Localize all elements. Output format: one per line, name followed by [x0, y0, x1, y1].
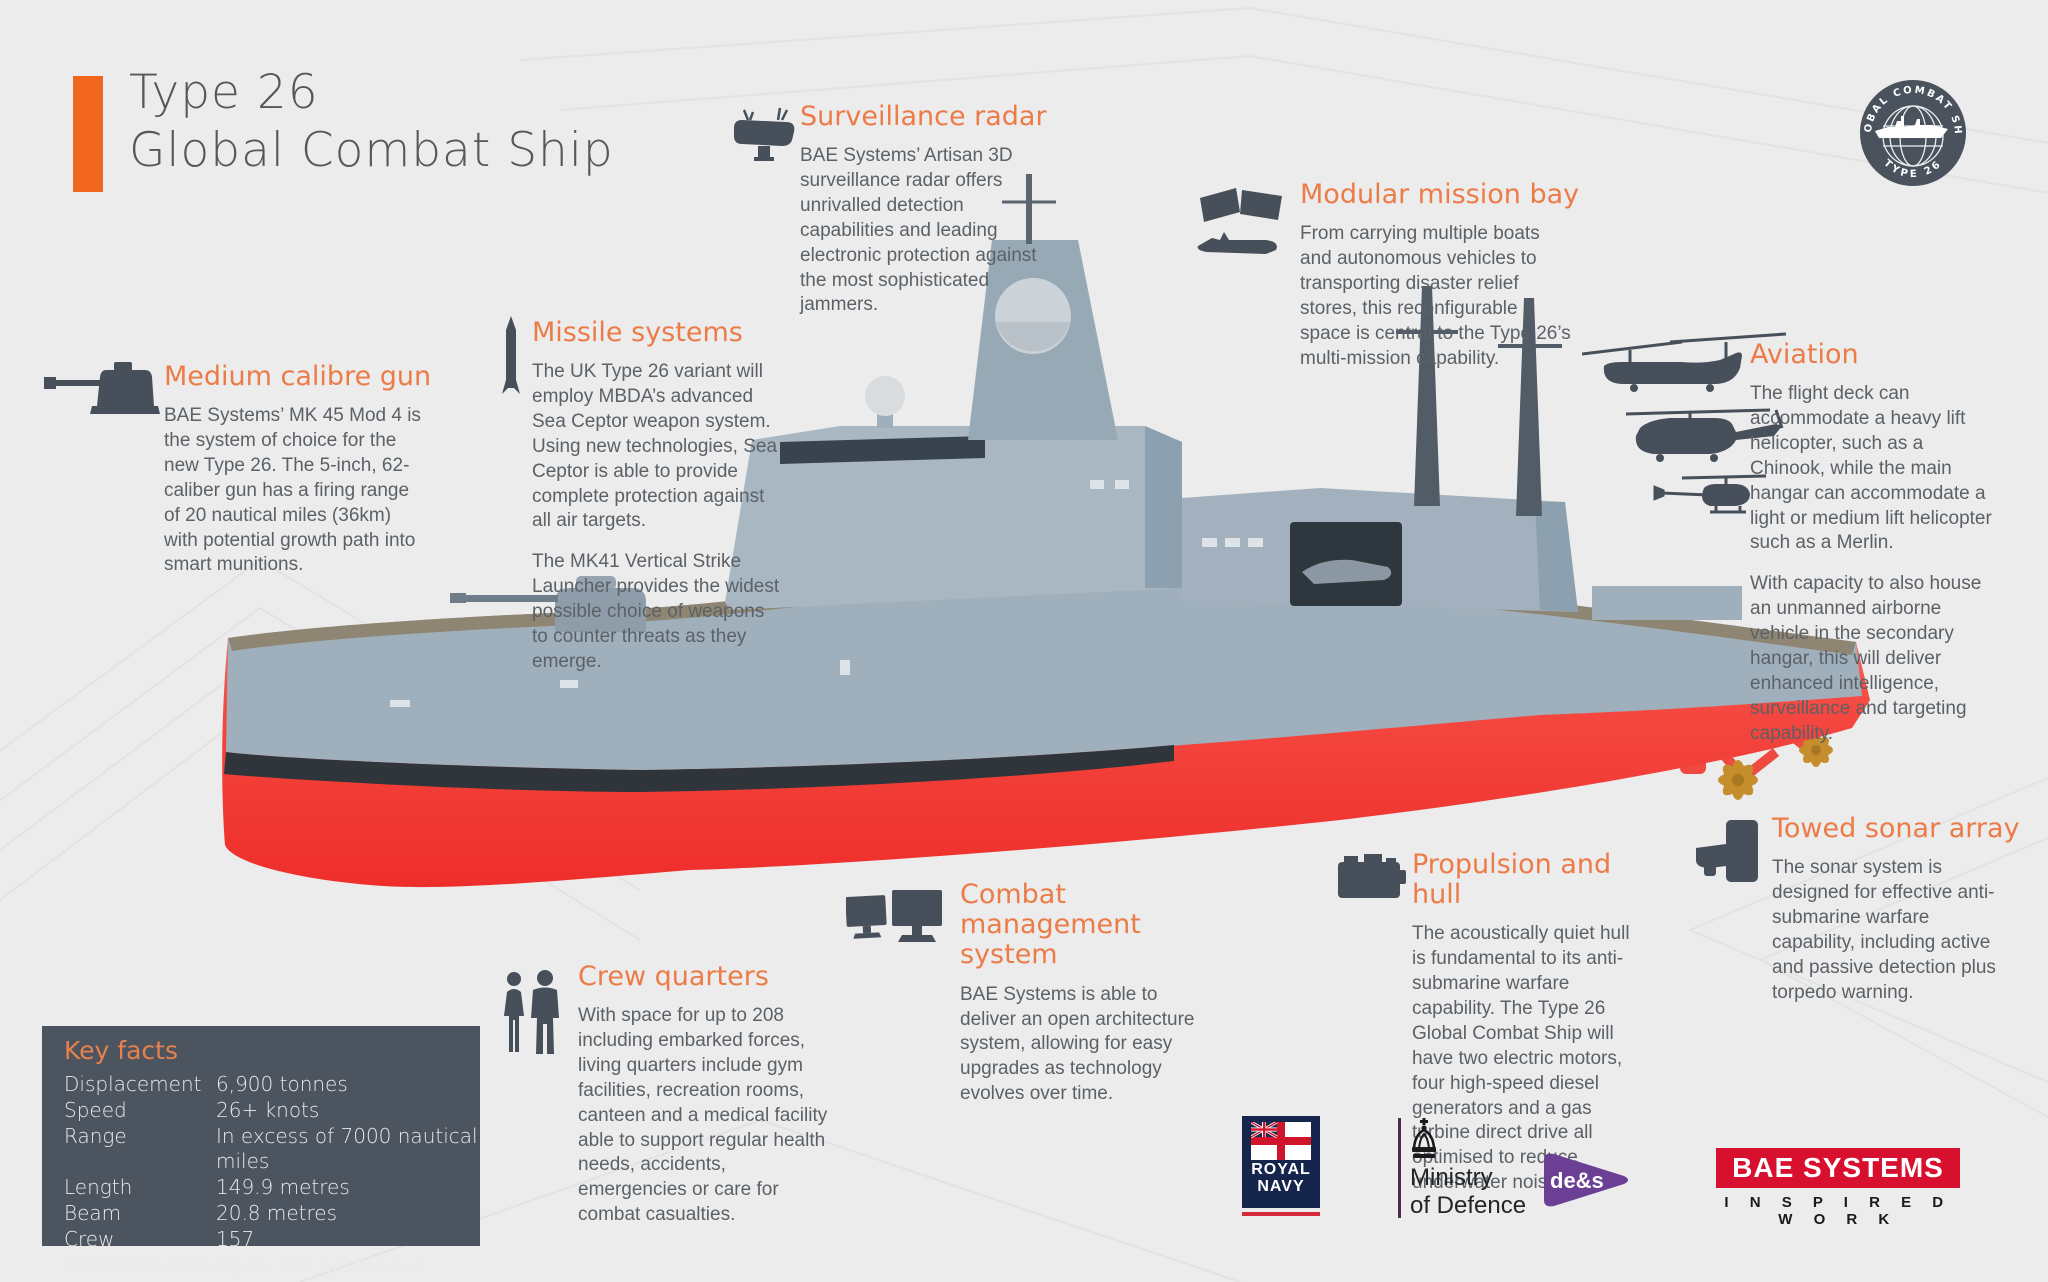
modular-mission-bay-body: From carrying multiple boats and autonom…	[1300, 223, 1571, 369]
bae-systems-logo: BAE SYSTEMS I N S P I R E D W O R K	[1716, 1148, 1960, 1228]
missile-systems-icon	[502, 316, 520, 394]
modular-mission-bay-icon	[1197, 188, 1282, 254]
surveillance-radar-body: BAE Systems’ Artisan 3D surveillance rad…	[800, 145, 1037, 316]
propulsion-and-hull-heading: Propulsion and hull	[1412, 849, 1612, 911]
des-logo: de&s	[1544, 1153, 1628, 1207]
section-towed-sonar-array: Towed sonar array The sonar system is de…	[1772, 813, 2022, 1021]
merlin-helicopter-icon	[1625, 408, 1784, 462]
mod-wordmark: Ministry of Defence	[1410, 1164, 1527, 1219]
key-fact-row: Speed 26+ knots	[64, 1098, 480, 1124]
surveillance-radar-heading: Surveillance radar	[800, 101, 1047, 132]
bae-tagline: I N S P I R E D W O R K	[1724, 1194, 1952, 1228]
key-fact-label: Beam	[64, 1200, 122, 1225]
key-fact-value: 26+ knots	[216, 1097, 320, 1122]
key-fact-row: Length 149.9 metres	[64, 1175, 480, 1201]
propulsion-and-hull-icon	[1338, 854, 1406, 898]
section-propulsion-and-hull: Propulsion and hull The acoustically qui…	[1412, 849, 1658, 1212]
royal-navy-red-rule	[1242, 1212, 1320, 1216]
towed-sonar-array-heading: Towed sonar array	[1772, 813, 2020, 844]
chinook-helicopter-icon	[1582, 332, 1787, 392]
section-combat-management-system: Combat management system BAE Systems is …	[960, 879, 1226, 1123]
des-wordmark: de&s	[1550, 1168, 1604, 1193]
key-fact-label: Displacement	[64, 1072, 202, 1096]
missile-systems-heading: Missile systems	[532, 317, 743, 348]
key-facts-panel: Key facts Displacement 6,900 tonnes Spee…	[42, 1026, 480, 1277]
type-26-ship-illustration	[222, 174, 1870, 888]
medium-calibre-gun-icon	[44, 362, 160, 414]
page-title-line1: Type 26	[129, 65, 319, 120]
key-fact-label: Crew	[64, 1226, 115, 1251]
missile-systems-body-2: The MK41 Vertical Strike Launcher provid…	[532, 551, 780, 672]
surveillance-radar-icon	[734, 107, 795, 161]
section-crew-quarters: Crew quarters With space for up to 208 i…	[578, 961, 838, 1244]
section-medium-calibre-gun: Medium calibre gun BAE Systems’ MK 45 Mo…	[164, 361, 432, 594]
section-surveillance-radar: Surveillance radar BAE Systems’ Artisan …	[800, 101, 1060, 334]
badge-ship-silhouette	[1875, 116, 1948, 138]
missile-systems-body-1: The UK Type 26 variant will employ MBDA’…	[532, 361, 778, 532]
global-combat-ship-badge: GLOBAL COMBAT SHIP TYPE 26	[1858, 78, 1966, 186]
key-fact-row: Displacement 6,900 tonnes	[64, 1072, 480, 1098]
medium-calibre-gun-body: BAE Systems’ MK 45 Mod 4 is the system o…	[164, 405, 421, 576]
key-fact-value: Up to 208 personnel	[216, 1252, 420, 1277]
aviation-heading: Aviation	[1750, 339, 1859, 370]
combat-management-system-icon	[846, 890, 942, 942]
key-fact-label: Range	[64, 1123, 127, 1148]
crew-quarters-icon	[504, 970, 559, 1054]
medium-calibre-gun-heading: Medium calibre gun	[164, 361, 432, 392]
aviation-body-2: With capacity to also house an unmanned …	[1750, 573, 1982, 744]
combat-management-system-body: BAE Systems is able to deliver an open a…	[960, 983, 1195, 1105]
uav-helicopter-icon	[1653, 474, 1767, 514]
towed-sonar-array-icon	[1696, 820, 1758, 882]
key-fact-label: Accommodation	[64, 1252, 227, 1277]
propulsion-and-hull-body: The acoustically quiet hull is fundament…	[1412, 923, 1630, 1194]
key-fact-value: 157	[216, 1226, 255, 1251]
propellers	[1718, 733, 1833, 800]
white-ensign-flag-icon	[1251, 1122, 1311, 1160]
towed-sonar-array-body: The sonar system is designed for effecti…	[1772, 857, 1996, 1003]
modular-mission-bay-heading: Modular mission bay	[1300, 179, 1580, 210]
key-fact-row: Crew 157	[64, 1227, 480, 1253]
mod-vertical-rule	[1398, 1118, 1401, 1218]
page-title: Type 26 Global Combat Ship	[129, 64, 614, 181]
key-fact-row: Range In excess of 7000 nautical miles	[64, 1124, 480, 1176]
key-fact-row: Accommodation Up to 208 personnel	[64, 1253, 480, 1279]
key-facts-heading: Key facts	[64, 1036, 178, 1065]
bae-red-box: BAE SYSTEMS	[1716, 1148, 1960, 1188]
aviation-body-1: The flight deck can accommodate a heavy …	[1750, 383, 1992, 554]
key-fact-value: 149.9 metres	[216, 1175, 350, 1200]
section-aviation: Aviation The flight deck can accommodate…	[1750, 339, 2006, 762]
key-fact-row: Beam 20.8 metres	[64, 1201, 480, 1227]
key-fact-value: 6,900 tonnes	[216, 1072, 348, 1096]
crown-icon	[1412, 1118, 1436, 1158]
key-fact-value: In excess of 7000 nautical miles	[216, 1123, 478, 1174]
page-title-line2: Global Combat Ship	[129, 123, 614, 179]
crew-quarters-body: With space for up to 208 including embar…	[578, 1005, 828, 1226]
section-modular-mission-bay: Modular mission bay From carrying multip…	[1300, 179, 1580, 387]
crew-quarters-heading: Crew quarters	[578, 961, 769, 992]
royal-navy-wordmark: ROYAL NAVY	[1251, 1161, 1311, 1195]
ministry-of-defence-logo: Ministry of Defence	[1398, 1118, 1558, 1222]
key-fact-label: Length	[64, 1175, 133, 1200]
combat-management-system-heading: Combat management system	[960, 879, 1141, 971]
royal-navy-logo: ROYAL NAVY	[1242, 1116, 1320, 1208]
key-fact-label: Speed	[64, 1097, 127, 1122]
section-missile-systems: Missile systems The UK Type 26 variant w…	[532, 317, 792, 691]
title-accent-bar	[73, 76, 103, 192]
key-fact-value: 20.8 metres	[216, 1200, 338, 1225]
bae-wordmark: BAE SYSTEMS	[1732, 1152, 1944, 1183]
